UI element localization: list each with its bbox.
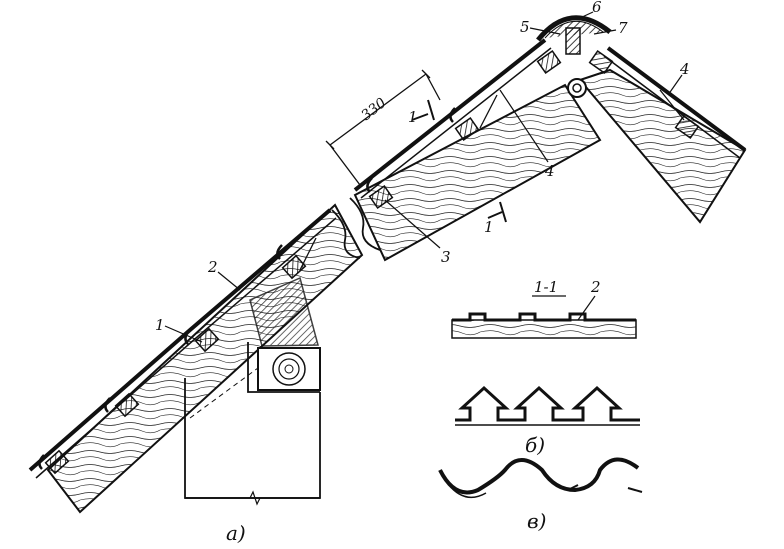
- strut-block: [249, 276, 319, 347]
- section-mark-top: [411, 99, 435, 121]
- tile-laps-left: [38, 107, 456, 470]
- wire-ties: [299, 89, 685, 271]
- caption-b: б): [525, 433, 545, 457]
- section-mark-bottom: [487, 201, 507, 223]
- rafter-left-lower: [46, 203, 364, 514]
- dimension-330: [325, 69, 441, 186]
- caption-v: в): [527, 509, 546, 533]
- tile-covering-right-inner: [603, 55, 741, 159]
- section-callout-2: 2: [590, 278, 601, 296]
- rafter-left-upper: [353, 83, 602, 262]
- battens-left: [44, 50, 562, 475]
- tile-profile-v: [438, 457, 643, 499]
- leaders: [164, 11, 683, 343]
- section-1-top: 1: [408, 108, 418, 126]
- callout-4a: 4: [544, 162, 555, 180]
- tile-covering-right: [606, 46, 747, 152]
- section-title: 1-1: [534, 278, 558, 296]
- tile-profile-b: [455, 385, 640, 426]
- callout-6: 6: [592, 0, 602, 16]
- callout-4b: 4: [679, 60, 690, 78]
- callout-1: 1: [155, 316, 165, 334]
- rafter-break-marks: [331, 197, 381, 259]
- ridge-bolt: [567, 78, 587, 98]
- callout-5: 5: [520, 18, 530, 36]
- callout-3: 3: [441, 248, 451, 266]
- battens-right: [588, 50, 700, 139]
- tile-covering-left-inner: [35, 47, 552, 479]
- wall-outline: [184, 342, 321, 506]
- purlin-log: [257, 347, 321, 391]
- section-1-bottom: 1: [484, 218, 494, 236]
- ridge-cap: [536, 15, 612, 55]
- callout-7: 7: [618, 19, 628, 37]
- section-1-1: 1-1 2: [451, 278, 637, 339]
- caption-a: a): [226, 521, 246, 545]
- callout-2: 2: [207, 258, 218, 276]
